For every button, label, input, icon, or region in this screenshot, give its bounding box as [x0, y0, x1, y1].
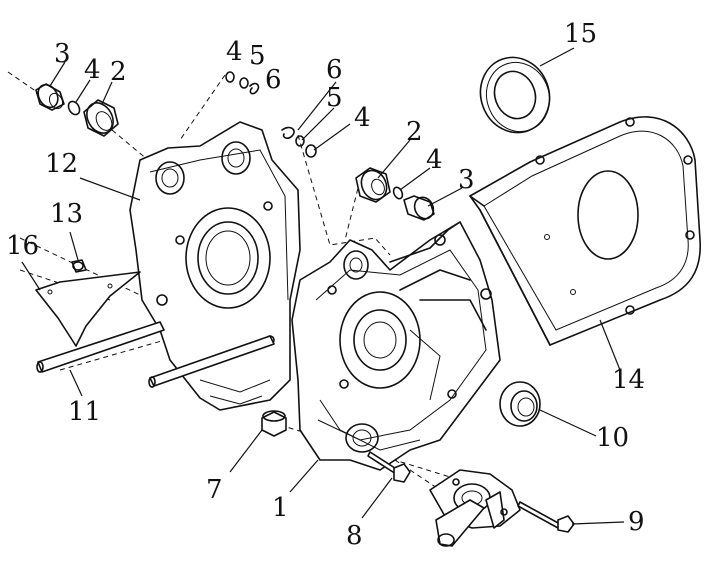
- part-2-left-bushing: [83, 99, 119, 137]
- callout-5-top: 5: [249, 41, 266, 71]
- part-4-left-oring: [67, 100, 81, 116]
- callout-3-left: 3: [54, 39, 71, 69]
- part-9-water-pump: [429, 469, 575, 547]
- callout-4-left: 4: [84, 55, 101, 85]
- callout-6-mid: 6: [326, 55, 343, 85]
- callout-3-right: 3: [458, 165, 475, 195]
- callout-labels: 3 4 2 12 13 16 11 4 5 6 6 5 4 2 4 3 15 1…: [6, 19, 645, 551]
- part-4-right-oring: [392, 186, 404, 200]
- callout-8: 8: [346, 521, 363, 551]
- part-15-seal-ring: [479, 56, 551, 134]
- part-8-bolt: [367, 451, 411, 483]
- callout-12: 12: [45, 149, 78, 179]
- leader-lines: [21, 47, 625, 525]
- callout-1: 1: [272, 493, 289, 523]
- callout-4-right: 4: [426, 145, 443, 175]
- callout-15: 15: [564, 19, 597, 49]
- part-10-oil-seal: [499, 381, 541, 427]
- callout-13: 13: [50, 199, 83, 229]
- callout-7: 7: [206, 475, 223, 505]
- callout-9: 9: [628, 507, 645, 537]
- part-7-dowel-sleeve: [261, 410, 287, 437]
- part-3-right-bearing-cap: [403, 195, 435, 221]
- part-13-small-bolt: [71, 259, 87, 273]
- callout-5-mid: 5: [326, 83, 343, 113]
- callout-6-top: 6: [265, 65, 282, 95]
- callout-4-mid: 4: [354, 103, 371, 133]
- part-14-cover-gasket: [469, 116, 701, 346]
- part-2-right-bushing: [355, 167, 391, 203]
- part-1-right-crankcase: [291, 221, 501, 471]
- callout-16: 16: [6, 231, 39, 261]
- callout-10: 10: [596, 423, 629, 453]
- callout-11: 11: [68, 397, 101, 427]
- parts-4-5-6-top-washers: [225, 71, 260, 95]
- part-16-shield-plate: [35, 271, 141, 347]
- part-11-pins: [36, 321, 275, 388]
- parts-6-5-4-mid-washers: [281, 126, 317, 158]
- callout-2-left: 2: [110, 57, 127, 87]
- part-3-left-bearing-cap: [35, 83, 65, 111]
- part-12-left-crankcase: [129, 121, 301, 411]
- callout-2-right: 2: [406, 117, 423, 147]
- callout-4-top: 4: [226, 37, 243, 67]
- callout-14: 14: [612, 365, 645, 395]
